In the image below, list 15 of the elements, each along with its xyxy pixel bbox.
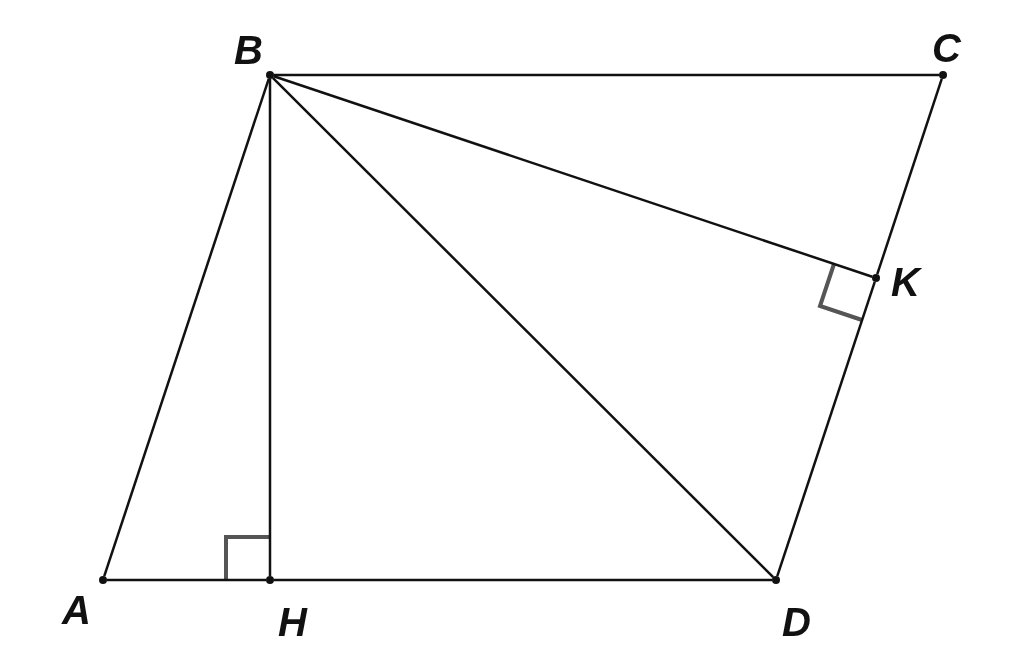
line-segment (268, 79, 272, 576)
vertex-label: K (891, 262, 920, 302)
line-segment (776, 281, 876, 577)
line-segment (103, 78, 270, 577)
line-segment (107, 578, 266, 582)
vertex-label: D (782, 602, 811, 642)
line-segment (274, 73, 939, 77)
line-segment (273, 75, 873, 278)
vertex-label: H (278, 602, 307, 642)
vertex-label: A (62, 590, 91, 630)
line-segment (274, 578, 772, 582)
line-segment (876, 78, 943, 275)
line-segment (271, 76, 775, 579)
vertex-label: C (932, 28, 961, 68)
vertex-label: B (234, 30, 263, 70)
